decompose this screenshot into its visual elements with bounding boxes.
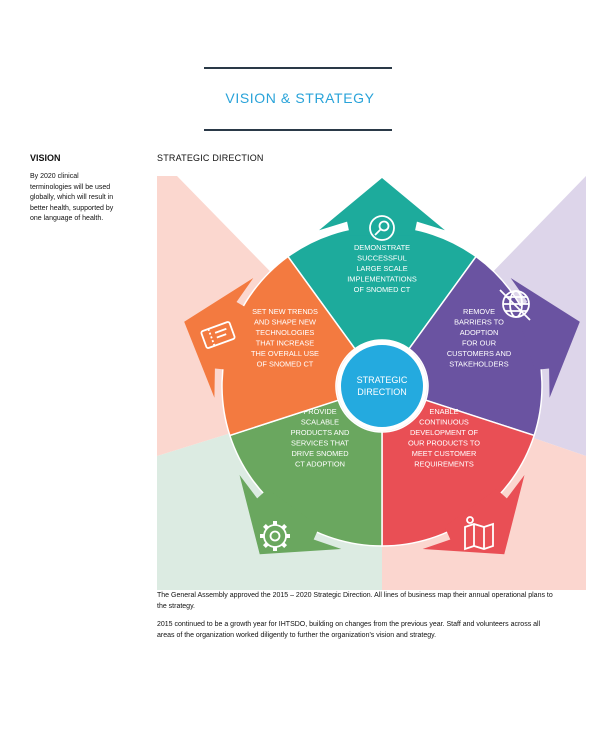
magnifier-icon [369, 215, 395, 241]
center-label-line-1: STRATEGIC [357, 375, 408, 385]
globe-network-icon [499, 289, 531, 321]
segment-label-line: BARRIERS TO [454, 317, 504, 326]
segment-label-line: CUSTOMERS AND [447, 349, 511, 358]
segment-wedge [228, 399, 383, 547]
segment-label-line: LARGE SCALE [356, 264, 407, 273]
center-circle [337, 341, 427, 431]
center-badge: STRATEGIC DIRECTION [337, 341, 427, 431]
segment-arrow [184, 278, 254, 398]
segment-label-line: DEVELOPMENT OF [410, 428, 479, 437]
segment-label-line: MEET CUSTOMER [412, 449, 477, 458]
segment-label-line: STAKEHOLDERS [449, 359, 508, 368]
segment-arrow [422, 475, 525, 555]
vision-text: By 2020 clinical terminologies will be u… [30, 173, 114, 222]
segment-label-line: SERVICES THAT [291, 438, 349, 447]
page-title: VISION & STRATEGY [225, 90, 375, 106]
segment-wedge [286, 225, 478, 350]
segment-label-line: PROVIDE [303, 407, 336, 416]
segment-label-line: OUR PRODUCTS TO [408, 438, 480, 447]
segment-wedge [381, 399, 536, 547]
gear-icon [260, 521, 290, 551]
title-rule-bottom [204, 129, 392, 131]
strategic-direction-heading: STRATEGIC DIRECTION [157, 153, 264, 163]
segment-label-line: CONTINUOUS [419, 417, 469, 426]
segment-label-line: CT ADOPTION [295, 459, 345, 468]
segment-wedge [407, 255, 543, 437]
segment-label-line: DEMONSTRATE [354, 243, 410, 252]
segment-label-line: ENABLE [429, 407, 458, 416]
segment-label-line: SUCCESSFUL [357, 254, 407, 263]
center-label-line-2: DIRECTION [357, 387, 407, 397]
segment-label-line: SET NEW TRENDS [252, 307, 318, 316]
segment-label-line: OF SNOMED CT [257, 359, 314, 368]
map-icon [464, 516, 494, 551]
segment-label-line: TECHNOLOGIES [256, 328, 315, 337]
segment-label-line: THAT INCREASE [256, 338, 315, 347]
segment-wedge [221, 255, 357, 437]
segment-label-line: FOR OUR [462, 338, 496, 347]
segment-label-line: REMOVE [463, 307, 495, 316]
segment-label-line: THE OVERALL USE [251, 349, 319, 358]
footer-paragraph-2: 2015 continued to be a growth year for I… [157, 621, 541, 639]
title-rule-top [204, 67, 392, 69]
segment-label-line: PRODUCTS AND [291, 428, 350, 437]
segment-label-line: DRIVE SNOMED [291, 449, 348, 458]
segment-label-line: SCALABLE [301, 417, 339, 426]
ticket-icon [200, 321, 236, 349]
segment-label-line: REQUIREMENTS [414, 459, 474, 468]
footer-paragraph-1: The General Assembly approved the 2015 –… [157, 592, 553, 610]
vision-heading: VISION [30, 153, 61, 163]
segment-label-line: IMPLEMENTATIONS [347, 275, 417, 284]
segment-label-line: ADOPTION [460, 328, 499, 337]
segment-label-line: OF SNOMED CT [354, 285, 411, 294]
segment-label-line: AND SHAPE NEW [254, 317, 316, 326]
segment-arrow [319, 178, 445, 236]
